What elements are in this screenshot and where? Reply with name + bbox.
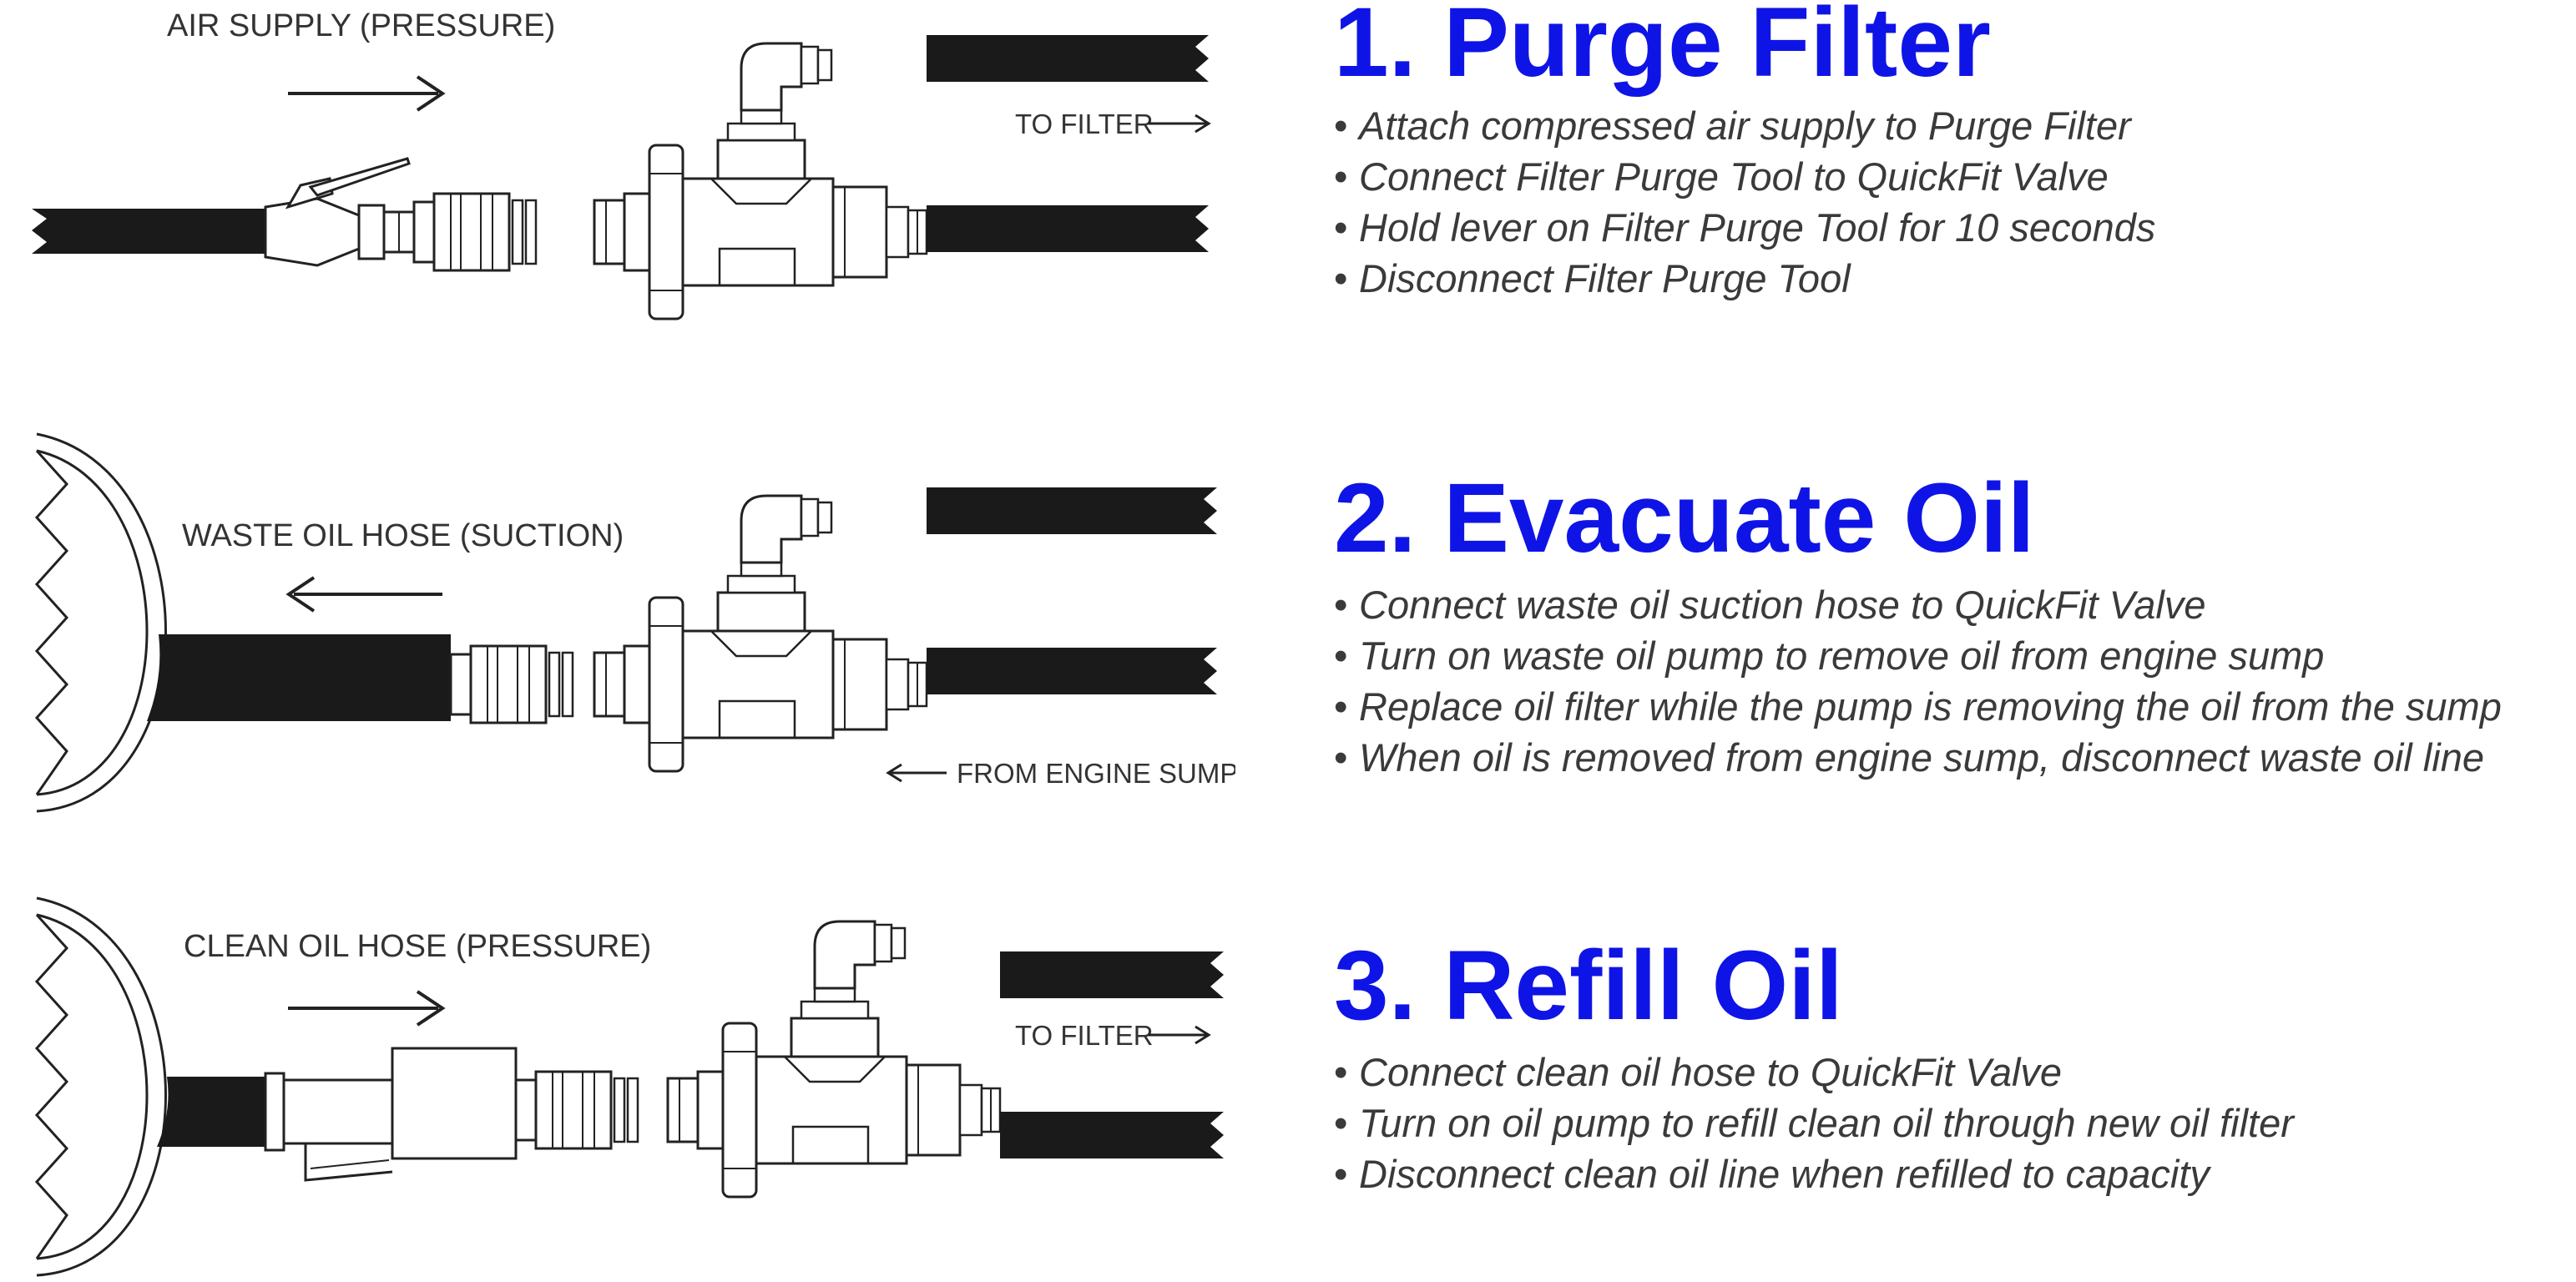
clean-oil-hose bbox=[157, 1077, 267, 1147]
instruction-text: Turn on waste oil pump to remove oil fro… bbox=[1359, 633, 2325, 678]
bullet: • bbox=[1334, 583, 1348, 627]
instruction-text: Hold lever on Filter Purge Tool for 10 s… bbox=[1359, 205, 2156, 250]
list-item: •Turn on waste oil pump to remove oil fr… bbox=[1334, 630, 2569, 681]
sump-hose bbox=[927, 648, 1217, 694]
step-instructions: •Attach compressed air supply to Purge F… bbox=[1334, 100, 2569, 304]
filter-hose bbox=[927, 205, 1209, 252]
top-hose bbox=[927, 487, 1217, 534]
step-refill-oil: 3. Refill Oil •Connect clean oil hose to… bbox=[1334, 936, 2569, 1199]
step-title: 1. Purge Filter bbox=[1334, 0, 1991, 98]
instruction-text: Turn on oil pump to refill clean oil thr… bbox=[1359, 1101, 2294, 1145]
list-item: •Replace oil filter while the pump is re… bbox=[1334, 681, 2569, 732]
top-hose bbox=[1000, 951, 1224, 998]
air-hose bbox=[32, 209, 267, 254]
quickfit-valve-diagram: AIR SUPPLY (PRESSURE) TO FILTER bbox=[32, 8, 1235, 1277]
bullet: • bbox=[1334, 256, 1348, 300]
list-item: •Attach compressed air supply to Purge F… bbox=[1334, 100, 2569, 151]
engine-sump-shape bbox=[34, 432, 167, 813]
refill-oil-diagram: CLEAN OIL HOSE (PRESSURE) TO FILTER bbox=[34, 896, 1224, 1277]
list-item: •Connect waste oil suction hose to Quick… bbox=[1334, 579, 2569, 630]
step-instructions: •Connect waste oil suction hose to Quick… bbox=[1334, 579, 2569, 783]
step-instructions: •Connect clean oil hose to QuickFit Valv… bbox=[1334, 1047, 2569, 1199]
to-filter-label: TO FILTER bbox=[1015, 109, 1154, 139]
step-purge-filter: 1. Purge Filter •Attach compressed air s… bbox=[1334, 0, 2569, 304]
instruction-text: Replace oil filter while the pump is rem… bbox=[1359, 684, 2502, 729]
evacuate-oil-diagram: WASTE OIL HOSE (SUCTION) FROM ENGINE SUM… bbox=[34, 432, 1235, 813]
right-arrow-icon bbox=[288, 75, 446, 112]
bullet: • bbox=[1334, 1050, 1348, 1094]
right-arrow-icon bbox=[1149, 114, 1211, 134]
left-arrow-icon bbox=[285, 576, 442, 613]
left-arrow-icon bbox=[886, 763, 947, 783]
list-item: •Connect Filter Purge Tool to QuickFit V… bbox=[1334, 151, 2569, 202]
air-supply-label: AIR SUPPLY (PRESSURE) bbox=[167, 8, 555, 43]
list-item: •Connect clean oil hose to QuickFit Valv… bbox=[1334, 1047, 2569, 1098]
waste-oil-hose-label: WASTE OIL HOSE (SUCTION) bbox=[182, 518, 624, 553]
engine-sump-shape bbox=[34, 896, 167, 1277]
list-item: •Hold lever on Filter Purge Tool for 10 … bbox=[1334, 202, 2569, 253]
right-arrow-icon bbox=[1149, 1025, 1211, 1045]
clean-oil-hose-label: CLEAN OIL HOSE (PRESSURE) bbox=[184, 929, 651, 964]
to-filter-label: TO FILTER bbox=[1015, 1020, 1154, 1051]
bullet: • bbox=[1334, 1152, 1348, 1196]
bullet: • bbox=[1334, 684, 1348, 729]
step-evacuate-oil: 2. Evacuate Oil •Connect waste oil sucti… bbox=[1334, 469, 2569, 783]
instruction-text: Attach compressed air supply to Purge Fi… bbox=[1359, 103, 2131, 148]
filter-purge-tool bbox=[264, 157, 416, 267]
step-title: 3. Refill Oil bbox=[1334, 931, 1843, 1041]
top-hose bbox=[927, 35, 1209, 82]
filter-hose bbox=[1000, 1112, 1224, 1158]
list-item: •Disconnect clean oil line when refilled… bbox=[1334, 1148, 2569, 1199]
from-engine-sump-label: FROM ENGINE SUMP bbox=[957, 758, 1235, 789]
fill-nozzle bbox=[264, 1047, 518, 1182]
list-item: •When oil is removed from engine sump, d… bbox=[1334, 732, 2569, 783]
instruction-text: When oil is removed from engine sump, di… bbox=[1359, 735, 2484, 780]
bullet: • bbox=[1334, 103, 1348, 148]
bullet: • bbox=[1334, 205, 1348, 250]
list-item: •Disconnect Filter Purge Tool bbox=[1334, 253, 2569, 304]
bullet: • bbox=[1334, 633, 1348, 678]
right-arrow-icon bbox=[288, 990, 446, 1027]
bullet: • bbox=[1334, 735, 1348, 780]
waste-oil-hose bbox=[147, 634, 451, 721]
instruction-text: Connect waste oil suction hose to QuickF… bbox=[1359, 583, 2206, 627]
step-title: 2. Evacuate Oil bbox=[1334, 463, 2035, 573]
instruction-text: Disconnect Filter Purge Tool bbox=[1359, 256, 1851, 300]
purge-filter-diagram: AIR SUPPLY (PRESSURE) TO FILTER bbox=[32, 8, 1211, 320]
list-item: •Turn on oil pump to refill clean oil th… bbox=[1334, 1098, 2569, 1148]
bullet: • bbox=[1334, 1101, 1348, 1145]
bullet: • bbox=[1334, 154, 1348, 199]
instruction-text: Connect Filter Purge Tool to QuickFit Va… bbox=[1359, 154, 2109, 199]
instruction-text: Disconnect clean oil line when refilled … bbox=[1359, 1152, 2210, 1196]
instruction-text: Connect clean oil hose to QuickFit Valve bbox=[1359, 1050, 2063, 1094]
